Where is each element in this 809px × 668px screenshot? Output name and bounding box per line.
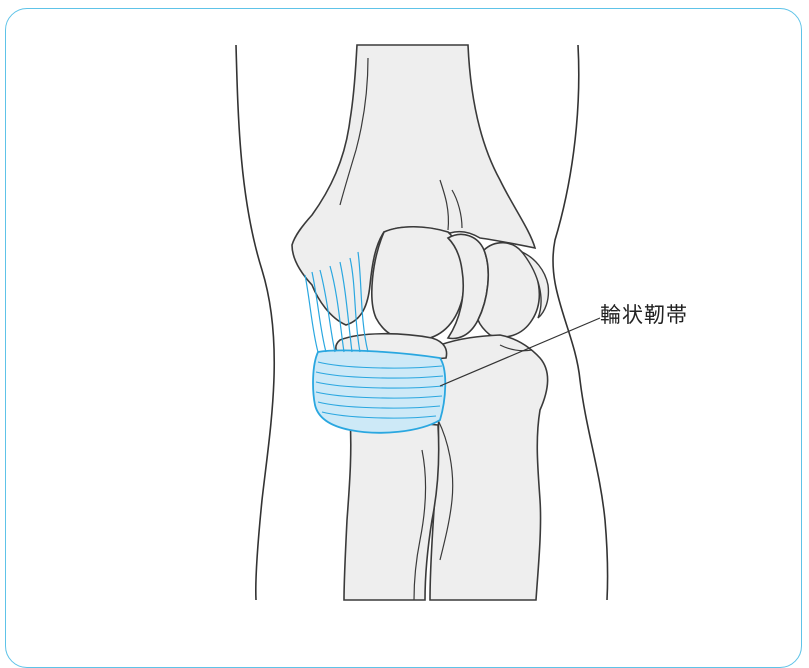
- skin-outline-left: [236, 45, 274, 600]
- annular-ligament: [313, 350, 445, 432]
- capitulum: [372, 227, 464, 341]
- ulna: [430, 335, 548, 600]
- annular-ligament-label: 輪状靭帯: [600, 299, 688, 329]
